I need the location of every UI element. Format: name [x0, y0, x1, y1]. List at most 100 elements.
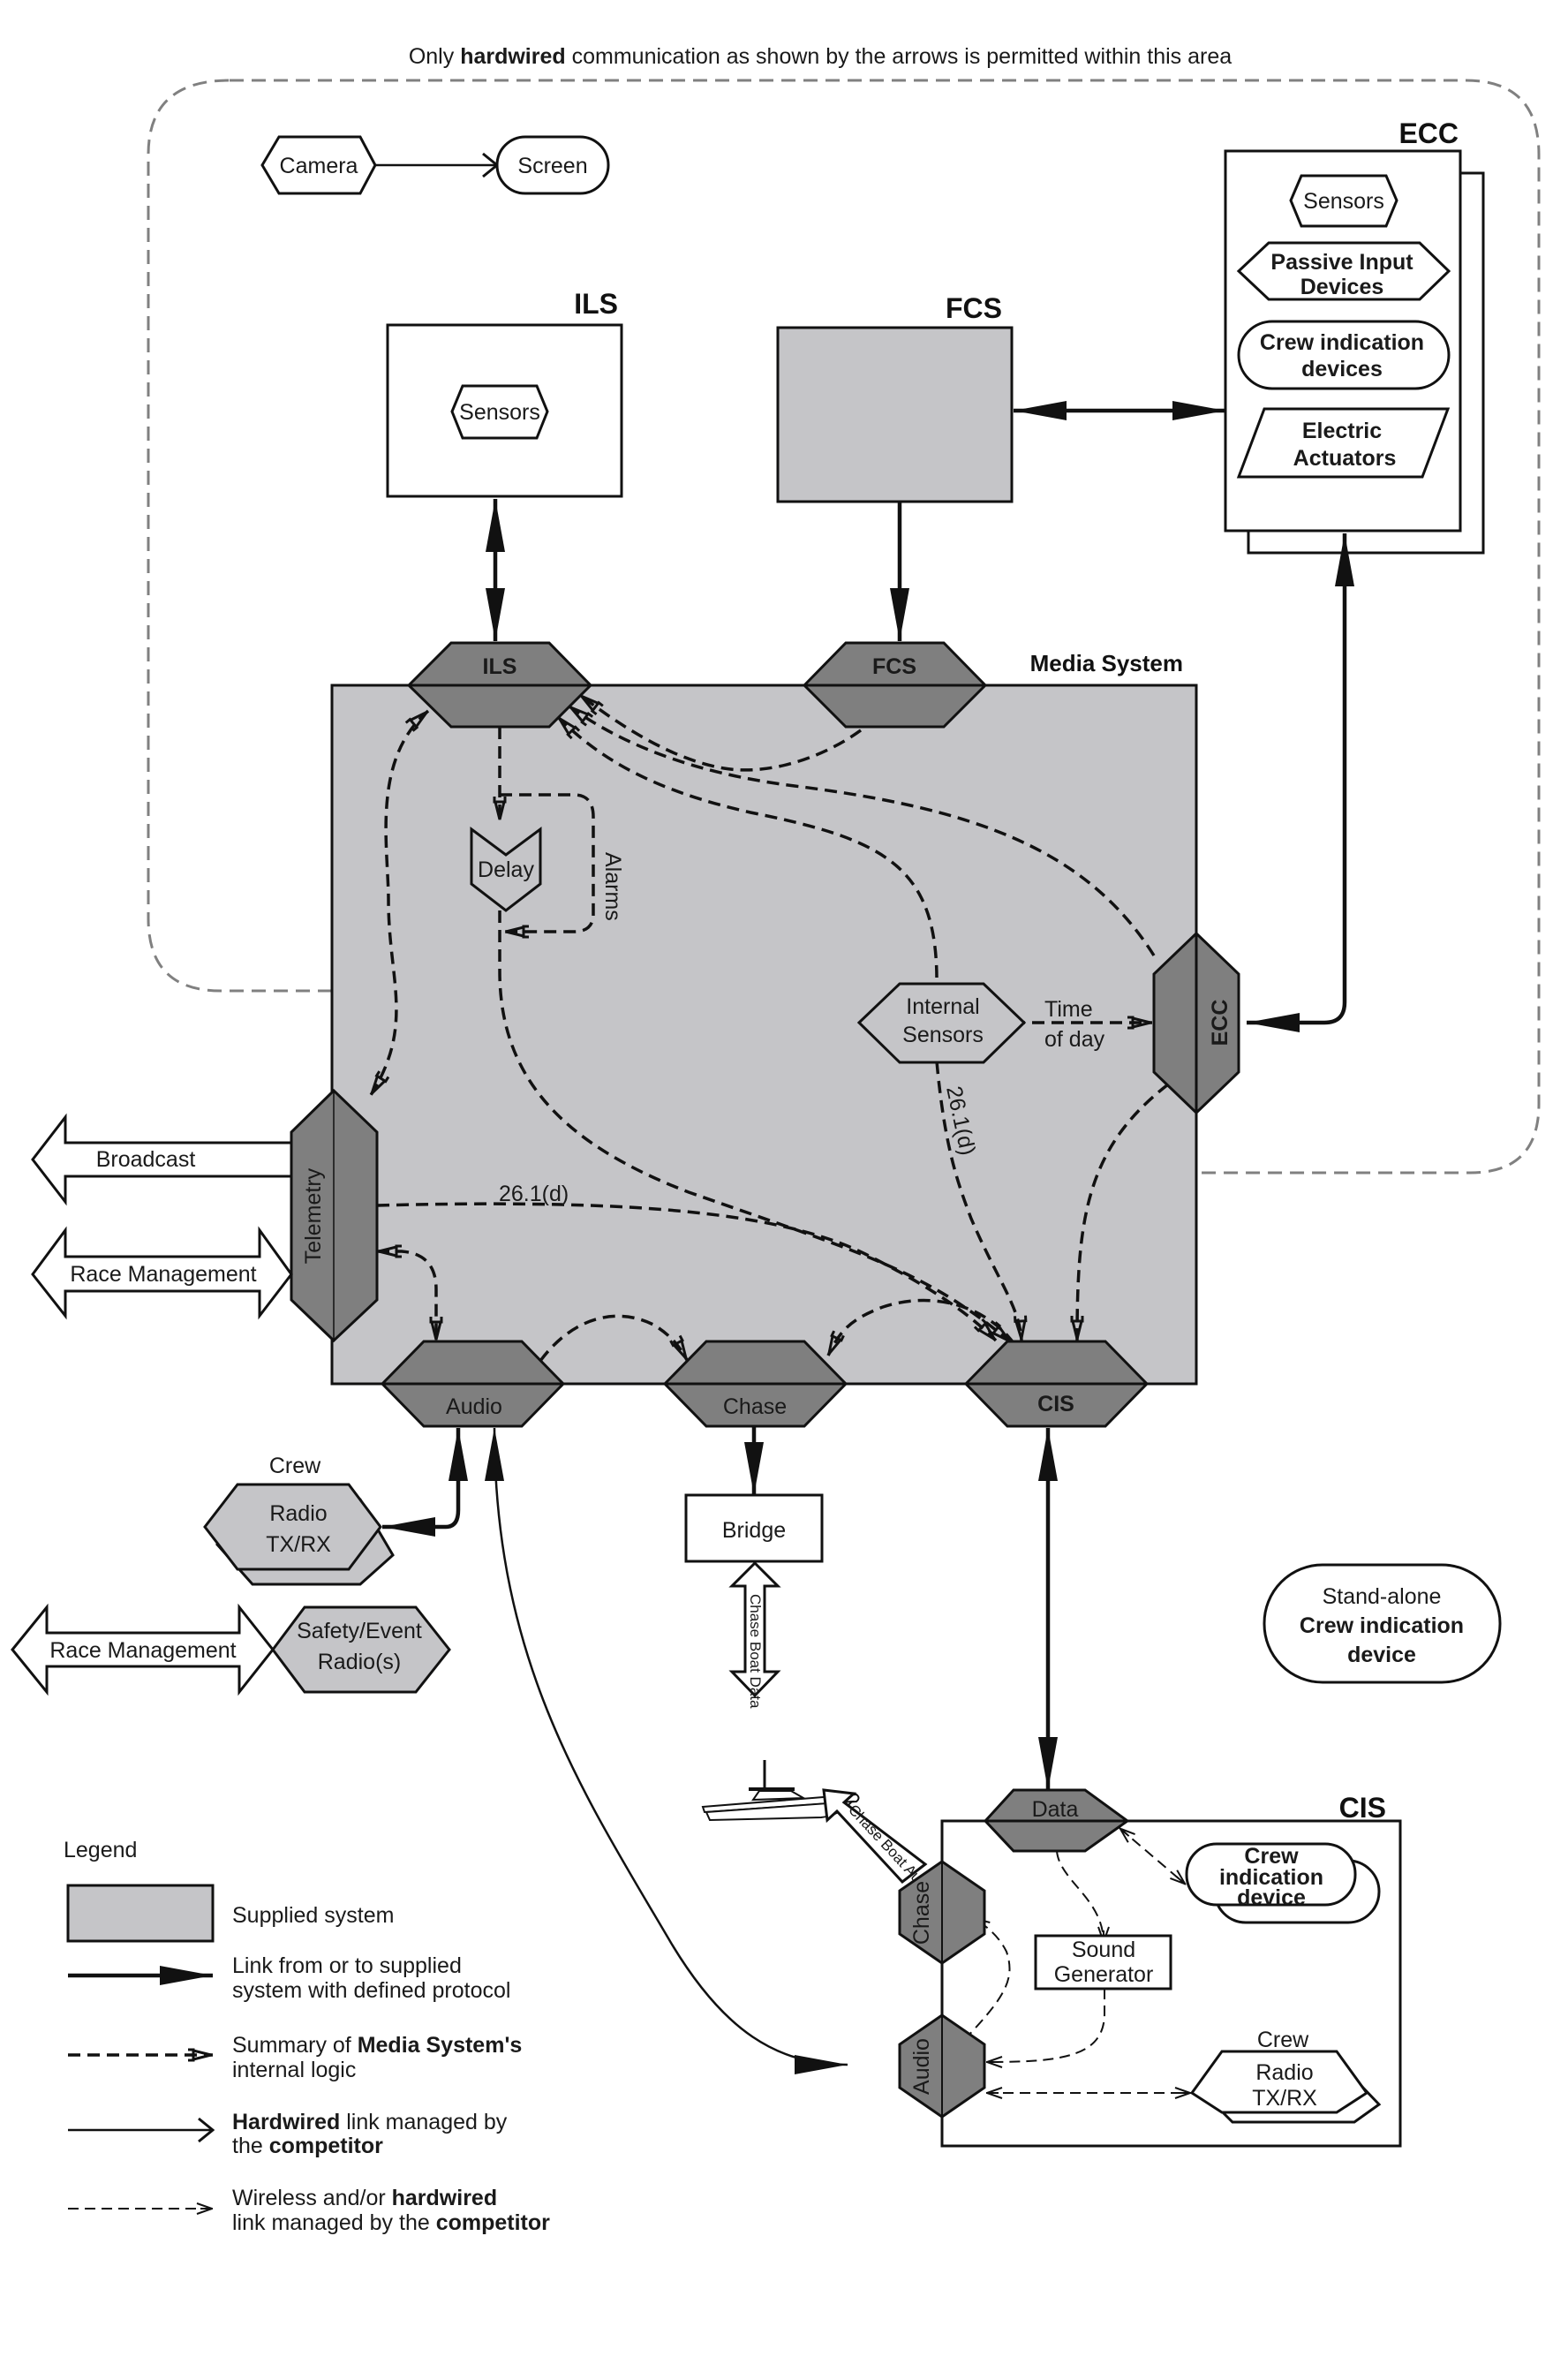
- ils-box: ILS Sensors: [386, 288, 623, 498]
- ecc-crew-indication-devices: Crew indication devices: [1237, 320, 1451, 390]
- svg-text:the competitor: the competitor: [232, 2134, 383, 2158]
- svg-text:CIS: CIS: [1037, 1392, 1074, 1416]
- svg-text:Audio: Audio: [909, 2038, 934, 2095]
- svg-text:devices: devices: [1301, 357, 1383, 381]
- legend-title: Legend: [64, 1838, 137, 1862]
- internal-sensors-node: Internal Sensors: [856, 982, 1027, 1064]
- area-note: Only hardwired communication as shown by…: [409, 44, 1232, 69]
- svg-text:Actuators: Actuators: [1293, 446, 1397, 471]
- svg-text:Sensors: Sensors: [1303, 189, 1384, 214]
- camera-node: Camera: [260, 135, 377, 195]
- svg-text:FCS: FCS: [946, 292, 1002, 324]
- svg-text:Crew indication: Crew indication: [1260, 330, 1424, 355]
- ecc-link: [1247, 533, 1354, 1032]
- svg-text:device: device: [1237, 1885, 1306, 1910]
- ecc-electric-actuators: Electric Actuators: [1236, 407, 1451, 479]
- svg-text:Media System: Media System: [1030, 650, 1183, 676]
- svg-text:ECC: ECC: [1398, 117, 1459, 149]
- svg-text:Broadcast: Broadcast: [96, 1147, 196, 1172]
- chase-boat-data-arrow: Chase Boat Data: [728, 1560, 781, 1709]
- svg-text:Radio: Radio: [1255, 2060, 1313, 2085]
- svg-text:Passive Input: Passive Input: [1270, 250, 1413, 275]
- delay-node: Delay: [470, 827, 542, 912]
- cis-audio-to-media-audio-link: [485, 1427, 848, 2074]
- ecc-box: ECC Sensors Passive Input Devices Crew i…: [1224, 117, 1485, 555]
- cis-port-chase: Chase: [898, 1860, 986, 1965]
- svg-text:device: device: [1347, 1643, 1416, 1667]
- media-system: Media System: [330, 650, 1198, 1386]
- cis-wireless-links: [963, 1828, 1191, 2093]
- race-management-arrow-bottom: Race Management: [11, 1603, 275, 1696]
- svg-text:Link from or to supplied: Link from or to supplied: [232, 1953, 462, 1978]
- svg-text:ILS: ILS: [483, 654, 517, 679]
- svg-text:Radio: Radio: [269, 1501, 327, 1526]
- svg-text:Sensors: Sensors: [459, 400, 540, 425]
- svg-text:CIS: CIS: [1339, 1792, 1386, 1824]
- svg-text:TX/RX: TX/RX: [1252, 2086, 1317, 2111]
- port-fcs: FCS: [802, 641, 988, 729]
- svg-text:Wireless and/or hardwired: Wireless and/or hardwired: [232, 2186, 497, 2210]
- svg-text:Internal: Internal: [906, 994, 979, 1019]
- ecc-passive-input-devices: Passive Input Devices: [1236, 241, 1451, 301]
- svg-text:Sound: Sound: [1072, 1938, 1135, 1962]
- svg-text:indication: indication: [1219, 1865, 1323, 1890]
- port-audio: Audio: [380, 1340, 566, 1428]
- rule-label-telemetry: 26.1(d): [499, 1182, 569, 1206]
- ils-sensors: Sensors: [450, 384, 549, 440]
- svg-text:Supplied system: Supplied system: [232, 1903, 394, 1928]
- svg-text:Generator: Generator: [1054, 1962, 1154, 1987]
- svg-text:Radio(s): Radio(s): [318, 1650, 401, 1674]
- svg-text:Summary of Media System's: Summary of Media System's: [232, 2033, 522, 2058]
- internal-logic-links: [369, 693, 1170, 1363]
- svg-text:Camera: Camera: [280, 154, 358, 178]
- svg-text:system with defined protocol: system with defined protocol: [232, 1978, 510, 2003]
- standalone-crew-indication-device: Stand-alone Crew indication device: [1263, 1563, 1502, 1684]
- svg-text:ILS: ILS: [574, 288, 618, 320]
- crew-radio-audio-link: [382, 1428, 468, 1537]
- svg-text:Audio: Audio: [446, 1394, 502, 1419]
- safety-event-radio: Safety/Event Radio(s): [271, 1605, 451, 1694]
- svg-text:Race Management: Race Management: [70, 1262, 256, 1287]
- time-of-day-label-2: of day: [1044, 1027, 1105, 1052]
- cis-crew-indication-device: Crew indication device: [1185, 1842, 1381, 1924]
- port-ecc: ECC: [1152, 931, 1240, 1115]
- svg-text:Chase Boat Data: Chase Boat Data: [747, 1594, 764, 1709]
- crew-radio-left: Radio TX/RX: [203, 1483, 395, 1586]
- svg-text:Delay: Delay: [478, 857, 534, 882]
- svg-text:Telemetry: Telemetry: [301, 1167, 326, 1264]
- svg-text:Hardwired link managed by: Hardwired link managed by: [232, 2110, 508, 2134]
- svg-text:Screen: Screen: [517, 154, 587, 178]
- sound-generator: Sound Generator: [1034, 1934, 1172, 1991]
- svg-text:Data: Data: [1032, 1797, 1079, 1822]
- broadcast-arrow: Broadcast: [31, 1113, 293, 1206]
- svg-text:Electric: Electric: [1302, 419, 1382, 443]
- svg-text:Sensors: Sensors: [902, 1023, 984, 1047]
- chase-boat-icon: [701, 1760, 860, 1822]
- port-chase: Chase: [662, 1340, 848, 1428]
- svg-text:link managed by the competitor: link managed by the competitor: [232, 2210, 550, 2235]
- svg-text:Safety/Event: Safety/Event: [297, 1619, 422, 1643]
- svg-text:ECC: ECC: [1208, 1000, 1233, 1046]
- race-management-arrow-top: Race Management: [31, 1226, 293, 1320]
- port-telemetry: Telemetry: [290, 1088, 379, 1343]
- svg-text:Devices: Devices: [1300, 275, 1384, 299]
- fcs-box: FCS: [776, 292, 1014, 503]
- cis-crew-label: Crew: [1257, 2028, 1309, 2052]
- svg-text:Bridge: Bridge: [722, 1518, 786, 1543]
- svg-text:Chase: Chase: [723, 1394, 787, 1419]
- cis-crew-radio: Radio TX/RX: [1189, 2050, 1382, 2124]
- hardwired-area-boundary: [147, 79, 1541, 1175]
- legend-supplied-swatch: [66, 1884, 215, 1943]
- ecc-sensors: Sensors: [1289, 174, 1398, 228]
- crew-label-left: Crew: [269, 1454, 321, 1478]
- port-cis: CIS: [963, 1340, 1150, 1428]
- alarms-label: Alarms: [600, 852, 625, 921]
- svg-text:Crew: Crew: [1244, 1844, 1299, 1869]
- svg-text:TX/RX: TX/RX: [266, 1532, 331, 1557]
- port-ils: ILS: [406, 641, 593, 729]
- cis-port-audio: Audio: [898, 2013, 986, 2119]
- svg-text:Chase: Chase: [909, 1881, 934, 1945]
- svg-text:Race Management: Race Management: [49, 1638, 236, 1663]
- svg-text:Crew indication: Crew indication: [1300, 1613, 1464, 1638]
